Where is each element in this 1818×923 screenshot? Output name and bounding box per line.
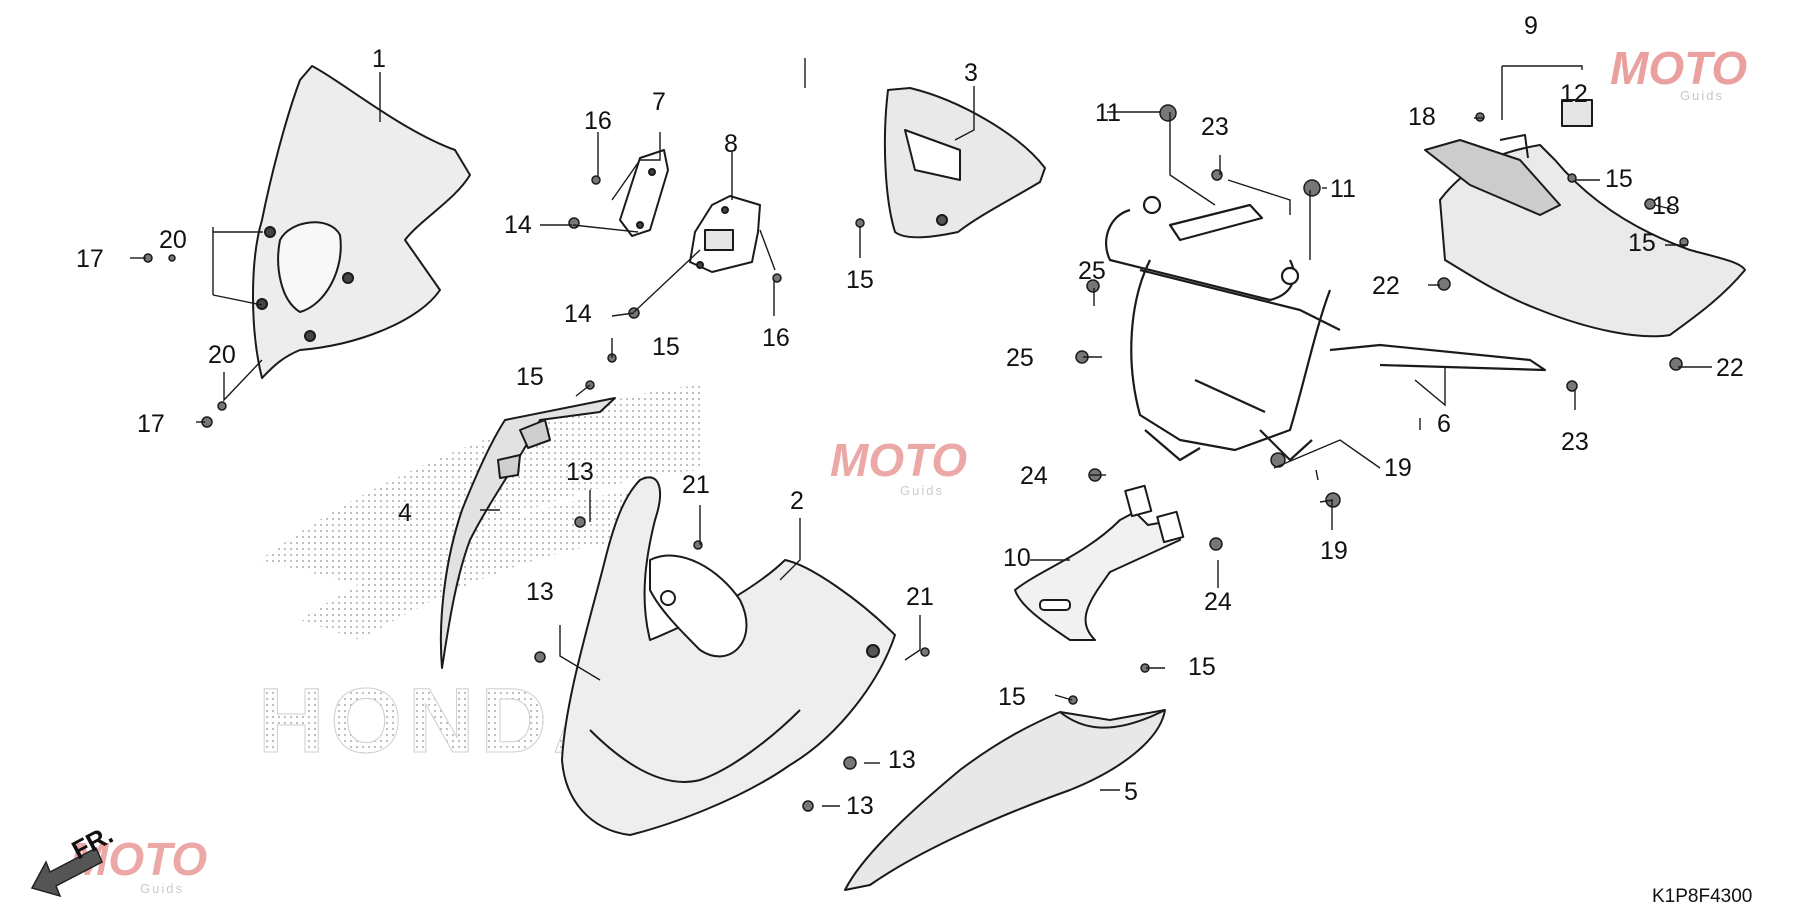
callout-3: 3: [964, 59, 978, 87]
callout-16-a: 16: [584, 107, 612, 135]
part-10-license-bracket: [1014, 484, 1185, 641]
part-2-front-cowl: [561, 476, 896, 836]
part-1-windscreen: [252, 65, 471, 379]
callout-21-b: 21: [906, 583, 934, 611]
callout-13-a: 13: [566, 458, 594, 486]
callout-18-a: 18: [1408, 103, 1436, 131]
callout-15-d: 15: [998, 683, 1026, 711]
callout-5: 5: [1124, 778, 1138, 806]
callout-14-a: 14: [504, 211, 532, 239]
callout-23-a: 23: [1201, 113, 1229, 141]
svg-text:Guids: Guids: [140, 881, 184, 896]
grommet-11-top: [1159, 104, 1177, 122]
drawing-code: K1P8F4300: [1652, 886, 1752, 907]
callout-13-d: 13: [846, 792, 874, 820]
callout-12: 12: [1560, 80, 1588, 108]
callout-22-a: 22: [1372, 272, 1400, 300]
brand-lettering: HONDA: [258, 670, 625, 772]
grommet-11-right: [1303, 179, 1321, 197]
part-4-side-trim: [439, 397, 616, 669]
callout-17-a: 17: [76, 245, 104, 273]
callout-15-g: 15: [1628, 229, 1656, 257]
part-5-lower-side-panel: [844, 709, 1166, 891]
svg-text:Guids: Guids: [1680, 88, 1724, 103]
callout-labels: 1 2 3 4 5 6 7 8 9 10 11 11 12 13 13 13 1…: [76, 12, 1744, 820]
callout-11-right: 11: [1330, 175, 1356, 203]
svg-text:MOTO: MOTO: [1610, 42, 1747, 94]
part-8-bracket: [689, 195, 761, 273]
callout-11-left: 11: [1095, 99, 1121, 127]
callout-15-c: 15: [652, 333, 680, 361]
callout-21-a: 21: [682, 471, 710, 499]
callout-13-b: 13: [526, 578, 554, 606]
callout-17-b: 17: [137, 410, 165, 438]
callout-4: 4: [398, 499, 412, 527]
svg-text:MOTO: MOTO: [830, 434, 967, 486]
callout-8: 8: [724, 130, 738, 158]
callout-9: 9: [1524, 12, 1538, 40]
part-6-cowl-stay: [1105, 195, 1547, 462]
svg-text:Guids: Guids: [900, 483, 944, 498]
callout-1: 1: [372, 45, 386, 73]
callout-15-a: 15: [846, 266, 874, 294]
part-3-meter-visor: [883, 87, 1046, 239]
callout-16-b: 16: [762, 324, 790, 352]
callout-14-b: 14: [564, 300, 592, 328]
part-7-bracket: [619, 149, 669, 237]
callout-7: 7: [652, 88, 666, 116]
callout-15-b: 15: [516, 363, 544, 391]
fasteners: [143, 104, 1689, 812]
callout-25-b: 25: [1006, 344, 1034, 372]
part-12-pad: [1561, 99, 1593, 127]
moto-watermark-center: MOTO Guids: [830, 434, 967, 498]
callout-23-b: 23: [1561, 428, 1589, 456]
callout-18-b: 18: [1652, 192, 1680, 220]
callout-24-b: 24: [1204, 588, 1232, 616]
callout-24-a: 24: [1020, 462, 1048, 490]
callout-25-a: 25: [1078, 257, 1106, 285]
callout-22-b: 22: [1716, 354, 1744, 382]
moto-watermark-top: MOTO Guids: [1610, 42, 1747, 103]
callout-15-f: 15: [1605, 165, 1633, 193]
callout-10: 10: [1003, 544, 1031, 572]
callout-19-b: 19: [1320, 537, 1348, 565]
callout-20-b: 20: [208, 341, 236, 369]
leader-lines: [130, 58, 1712, 807]
callout-20-a: 20: [159, 226, 187, 254]
callout-19-a: 19: [1384, 454, 1412, 482]
callout-13-c: 13: [888, 746, 916, 774]
callout-6: 6: [1437, 410, 1451, 438]
callout-15-e: 15: [1188, 653, 1216, 681]
callout-2: 2: [790, 487, 804, 515]
part-9-inner-cover: [1424, 134, 1746, 338]
